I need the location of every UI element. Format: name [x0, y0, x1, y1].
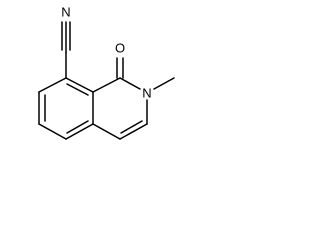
molecule-diagram: N O N — [38, 5, 175, 140]
nitrile-nitrogen-label: N — [61, 5, 70, 20]
bond-c4a-c5-double — [66, 120, 89, 134]
bond-c4-c4a — [92, 123, 121, 140]
bond-c4a-c5 — [65, 123, 94, 140]
bond-c7-c8 — [38, 77, 67, 93]
bond-c8-c8a-double — [66, 83, 89, 96]
bond-c1-n2 — [119, 77, 141, 90]
bond-n2-methyl — [153, 77, 175, 90]
bond-c5-c6 — [38, 123, 67, 140]
bond-c8-c8a — [65, 77, 94, 93]
structure-canvas: N O N — [0, 0, 181, 173]
ring-nitrogen-label: N — [142, 86, 151, 101]
bond-c3-c4-double — [120, 120, 143, 134]
bond-c8a-c1 — [92, 77, 121, 93]
carbonyl-oxygen-label: O — [115, 41, 125, 56]
bond-c3-c4 — [119, 123, 148, 140]
